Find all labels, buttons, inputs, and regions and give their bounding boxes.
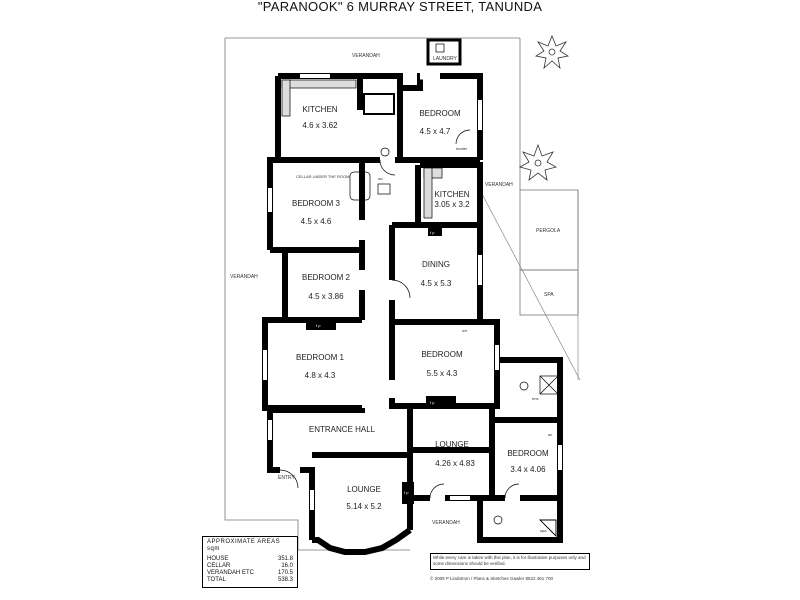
heater-label: heater (456, 146, 468, 151)
areas-table: APPROXIMATE AREAS sqm HOUSE 351.8 CELLAR… (202, 536, 298, 588)
lounge-right-dimension: 4.26 x 4.83 (435, 459, 475, 468)
fireplace-label: f p (430, 400, 435, 405)
fixtures (281, 38, 559, 538)
verandah-left-label: VERANDAH (230, 274, 258, 280)
areas-row: TOTAL 538.3 (207, 577, 293, 584)
bedroom3-label: BEDROOM 3 (292, 199, 341, 208)
dining-dimension: 4.5 x 5.3 (421, 279, 452, 288)
area-label: VERANDAH ETC (207, 570, 255, 576)
lounge-front-label: LOUNGE (347, 485, 381, 494)
pergola-label: PERGOLA (536, 228, 561, 234)
windows (263, 74, 562, 510)
bedroom-mid-dimension: 5.5 x 4.3 (427, 369, 458, 378)
area-label: TOTAL (207, 577, 226, 583)
robe-label: ac (548, 432, 552, 437)
kitchen-main-dimension: 4.6 x 3.62 (302, 121, 338, 130)
bedroom2-label: BEDROOM 2 (302, 273, 351, 282)
bedroom-top-label: BEDROOM (419, 109, 461, 118)
wir-label: w/r (462, 328, 468, 333)
verandah-top-label: VERANDAH (352, 53, 380, 59)
kitchen-main-label: KITCHEN (302, 105, 337, 114)
entrance-hall-label: ENTRANCE HALL (309, 425, 376, 434)
area-value: 16.0 (281, 563, 293, 569)
areas-row: CELLAR 16.0 (207, 563, 293, 570)
verandah-bottom-label: VERANDAH (432, 520, 460, 526)
tree-icon (518, 143, 558, 181)
laundry-label: LAUNDRY (433, 56, 457, 62)
area-label: CELLAR (207, 563, 231, 569)
area-value: 538.3 (277, 577, 293, 583)
areas-row: HOUSE 351.8 (207, 556, 293, 563)
bedroom1-label: BEDROOM 1 (296, 353, 345, 362)
kitchen-bench (281, 79, 357, 89)
area-label: HOUSE (207, 556, 229, 562)
spa-bath-label: spa (540, 528, 547, 533)
bedroom1-dimension: 4.8 x 4.3 (305, 371, 336, 380)
disclaimer-box: While every care is taken with this plan… (430, 553, 590, 570)
bath (349, 171, 371, 201)
spa-label: SPA (544, 292, 554, 298)
fireplace-label: f p (430, 230, 435, 235)
bedroom-top-dimension: 4.5 x 4.7 (420, 127, 451, 136)
area-value: 351.8 (277, 556, 293, 562)
bedroom-mid-label: BEDROOM (421, 350, 463, 359)
bedroom-right-dimension: 3.4 x 4.06 (510, 465, 546, 474)
plan-title: "PARANOOK" 6 MURRAY STREET, TANUNDA (257, 0, 543, 14)
walls (262, 73, 563, 555)
lounge-front-dimension: 5.14 x 5.2 (346, 502, 382, 511)
areas-heading: APPROXIMATE AREAS sqm (207, 539, 281, 552)
bedroom2-dimension: 4.5 x 3.86 (308, 292, 344, 301)
ensuite-label: ens (532, 396, 538, 401)
doorways (280, 72, 520, 502)
bedroom3-dimension: 4.5 x 4.6 (301, 217, 332, 226)
laundry (426, 38, 462, 66)
fireplace-label: f p (448, 409, 453, 414)
kitchen-small-label: KITCHEN (434, 190, 469, 199)
shower (539, 375, 559, 395)
pergola-diagonal (479, 189, 581, 381)
wc-label: wc (378, 176, 383, 181)
bedroom-right-label: BEDROOM (507, 449, 549, 458)
entry-label: ENTRY (278, 475, 296, 481)
tree-icon (534, 34, 570, 70)
copyright-notice: © 2009 P Lindstrom / Plans & Sketches Ga… (430, 576, 554, 581)
verandah-right-label: VERANDAH (485, 182, 513, 188)
cellar-note: CELLAR UNDER THE ROOM (296, 174, 350, 179)
dining-label: DINING (422, 260, 450, 269)
fireplace-label: f p (316, 323, 321, 328)
lounge-right-label: LOUNGE (435, 440, 469, 449)
areas-row: VERANDAH ETC 170.5 (207, 570, 293, 577)
fireplace-label: f p (404, 490, 409, 495)
area-value: 170.5 (277, 570, 293, 576)
kitchen-small-dimension: 3.05 x 3.2 (434, 200, 470, 209)
fireplaces (306, 226, 456, 504)
door-swings (279, 129, 520, 499)
